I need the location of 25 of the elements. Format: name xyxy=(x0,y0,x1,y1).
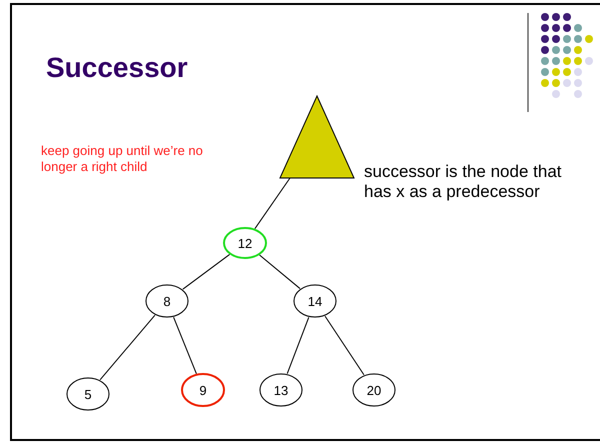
tree-node xyxy=(145,284,189,318)
annotation-note: keep going up until we’re no longer a right child xyxy=(41,143,204,176)
tree-edge xyxy=(324,316,364,376)
slide-title: Successor xyxy=(46,52,188,84)
node-value: 9 xyxy=(199,382,207,398)
node-value: 14 xyxy=(308,294,322,308)
tree-edge xyxy=(286,316,310,374)
tree-node xyxy=(259,373,303,407)
triangle-subtree xyxy=(280,96,354,178)
node-value: 20 xyxy=(366,382,382,398)
definition-text: successor is the node that has x as a predecessor xyxy=(364,162,563,203)
node-value: 13 xyxy=(274,382,288,398)
tree-node xyxy=(293,284,337,318)
tree-edge xyxy=(182,254,230,290)
tree-node xyxy=(223,227,267,259)
tree-edge xyxy=(100,314,156,380)
tree-node xyxy=(181,373,225,407)
node-value: 8 xyxy=(163,294,171,308)
tree-node xyxy=(66,377,110,411)
tree-edge xyxy=(173,316,197,374)
tree-edge xyxy=(254,178,290,230)
tree-node xyxy=(352,373,396,407)
node-value: 5 xyxy=(84,386,92,402)
node-value: 12 xyxy=(238,236,252,250)
tree-edge xyxy=(259,254,300,290)
